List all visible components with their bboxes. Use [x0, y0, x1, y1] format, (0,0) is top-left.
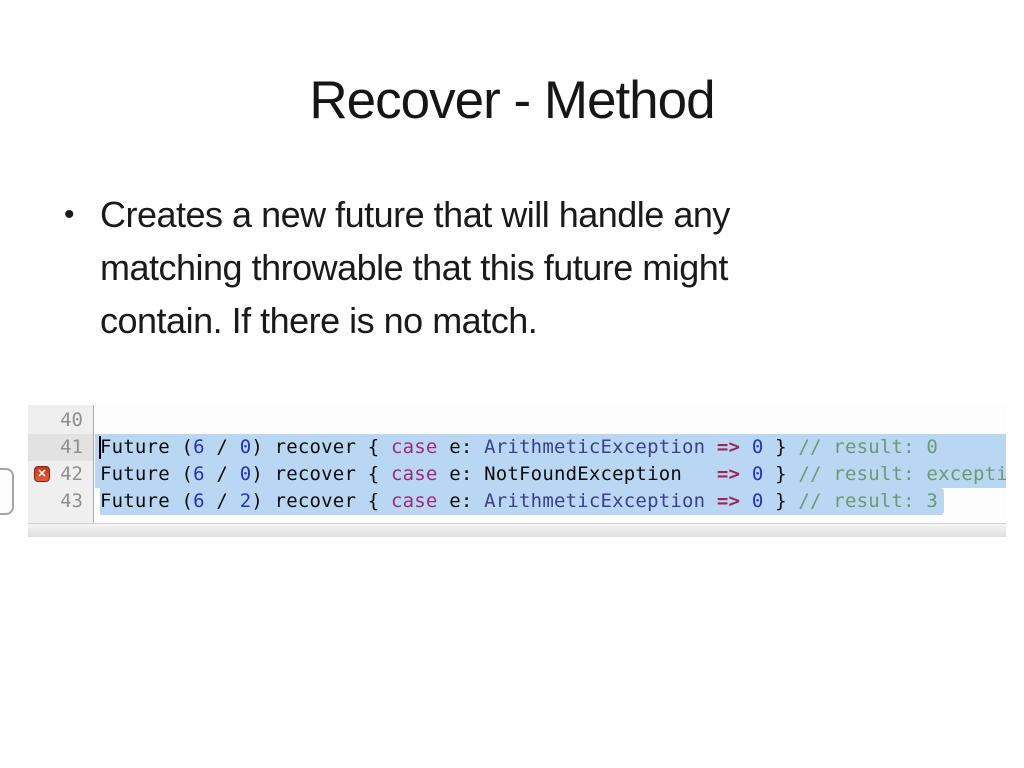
- code-line-tokens: Future (6 / 0) recover { case e: Arithme…: [100, 434, 938, 461]
- code-token: // result: 0: [798, 436, 939, 458]
- bullet-text-line: matching throwable that this future migh…: [100, 247, 728, 288]
- code-token: NotFoundException: [484, 463, 682, 485]
- code-token: 0: [751, 463, 764, 485]
- code-token: =>: [716, 490, 741, 512]
- code-token: =>: [716, 436, 741, 458]
- code-token: 6: [193, 463, 205, 485]
- code-token: case: [391, 463, 438, 485]
- line-number: 42 ✕: [28, 461, 93, 488]
- bullet-text-line: Creates a new future that will handle an…: [100, 194, 730, 235]
- code-line: Future (6 / 2) recover { case e: Arithme…: [95, 488, 1006, 515]
- code-token: ArithmeticException: [484, 490, 706, 512]
- code-token: [682, 463, 717, 485]
- editor-bottom-strip: [28, 523, 1006, 537]
- code-token: }: [763, 436, 799, 458]
- code-line: Future (6 / 0) recover { case e: NotFoun…: [95, 461, 1006, 488]
- code-token: 0: [239, 463, 252, 485]
- code-token: ) recover {: [251, 436, 391, 458]
- popup-corner-fragment: [0, 468, 14, 515]
- code-token: /: [204, 436, 240, 458]
- code-token: =>: [716, 463, 741, 485]
- bullet-marker: •: [64, 198, 75, 231]
- code-line: [95, 407, 1006, 434]
- code-token: [705, 436, 717, 458]
- code-line: Future (6 / 0) recover { case e: Arithme…: [95, 434, 1006, 461]
- code-token: 6: [193, 436, 205, 458]
- line-number: 43: [60, 490, 83, 512]
- code-token: 2: [239, 490, 252, 512]
- line-number-gutter: 40 41 42 ✕ 43: [28, 405, 94, 523]
- code-token: case: [391, 436, 438, 458]
- text-caret: [99, 436, 101, 459]
- code-token: [740, 490, 752, 512]
- code-token: Future (: [100, 436, 194, 458]
- code-token: [705, 490, 717, 512]
- code-token: [740, 463, 752, 485]
- code-token: }: [763, 490, 799, 512]
- line-number: 41: [28, 434, 93, 461]
- bullet-text: Creates a new future that will handle an…: [100, 188, 930, 347]
- code-token: /: [204, 463, 240, 485]
- code-token: e:: [437, 490, 485, 512]
- code-line-tokens: Future (6 / 0) recover { case e: NotFoun…: [100, 461, 1006, 488]
- code-token: Future (: [100, 490, 194, 512]
- page-title: Recover - Method: [309, 71, 715, 130]
- code-editor-screenshot: 40 41 42 ✕ 43 Future (6 / 0) recover { c…: [0, 405, 1006, 537]
- code-token: e:: [437, 436, 485, 458]
- code-area: Future (6 / 0) recover { case e: Arithme…: [95, 405, 1006, 523]
- code-token: 6: [193, 490, 205, 512]
- code-token: ) recover {: [251, 490, 391, 512]
- code-token: ArithmeticException: [484, 436, 706, 458]
- code-token: e:: [437, 463, 485, 485]
- code-token: 0: [751, 490, 764, 512]
- code-token: ) recover {: [251, 463, 391, 485]
- error-icon: ✕: [34, 466, 50, 482]
- code-line-tokens: Future (6 / 2) recover { case e: Arithme…: [100, 488, 945, 515]
- code-token: case: [391, 490, 438, 512]
- code-token: }: [763, 463, 799, 485]
- code-token: // result: 3: [798, 490, 939, 512]
- bullet-text-line: contain. If there is no match.: [100, 300, 538, 341]
- code-token: [740, 436, 752, 458]
- code-token: Future (: [100, 463, 194, 485]
- code-token: /: [204, 490, 240, 512]
- code-token: // result: excepti: [798, 463, 1006, 485]
- code-token: 0: [751, 436, 764, 458]
- line-number: 40: [60, 409, 83, 431]
- code-token: 0: [239, 436, 252, 458]
